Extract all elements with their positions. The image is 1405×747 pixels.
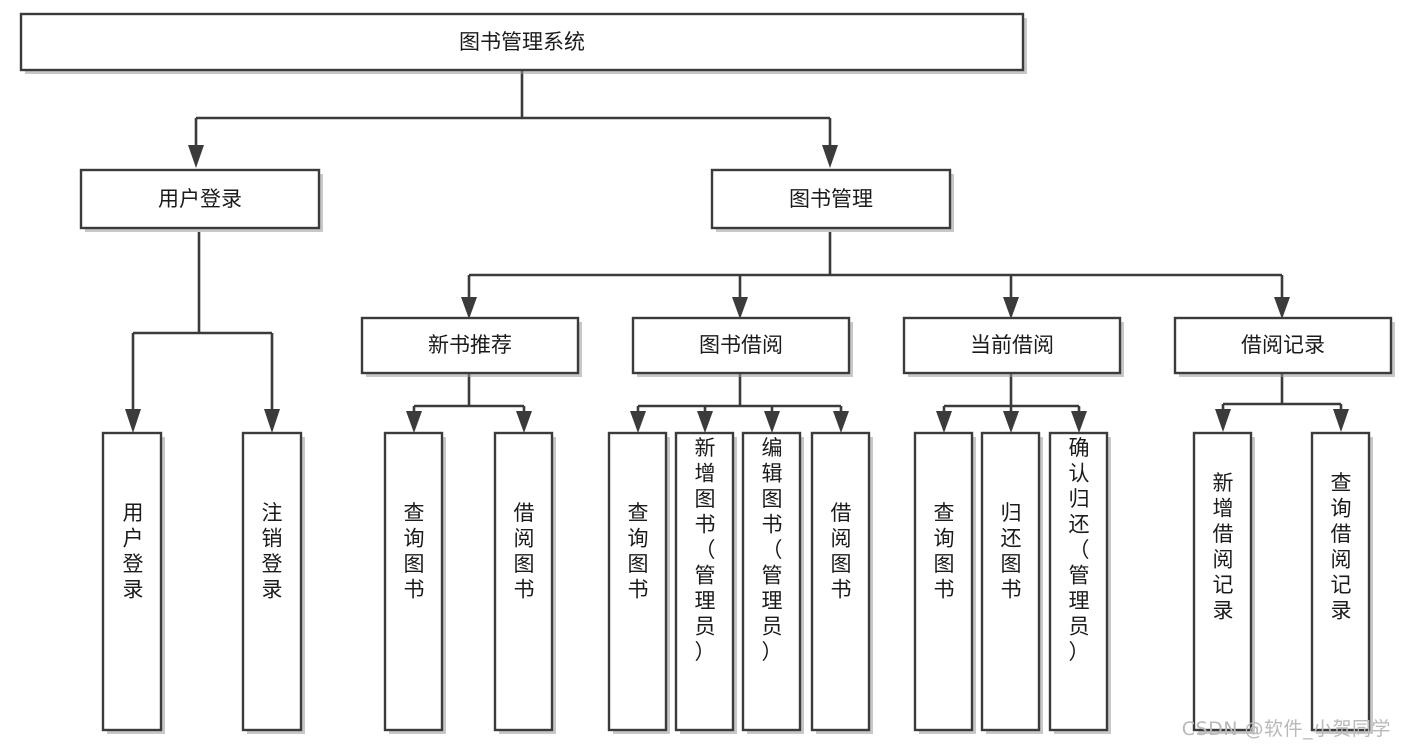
node-user-login[interactable]: 用户登录: [79, 168, 323, 232]
user-login-box: [79, 168, 321, 230]
arrow-borrow-to-leaf4: [833, 411, 849, 433]
leaf-box: [241, 431, 303, 732]
arrow-current-to-leaf2: [1003, 411, 1019, 433]
leaf-label: 新增借阅记录: [1213, 471, 1234, 623]
arrow-bookmgmt-to-n4: [1274, 297, 1290, 319]
leaf-box: [810, 431, 871, 732]
leaf-label: 注销登录: [262, 501, 283, 602]
arrow-record-to-leaf1: [1215, 409, 1231, 432]
book-management-box: [710, 168, 952, 230]
leaf-box: [741, 431, 802, 732]
arrow-record-to-leaf2: [1333, 409, 1349, 432]
node-book-management[interactable]: 图书管理: [710, 168, 954, 232]
leaf-label: 查询图书: [404, 501, 425, 602]
arrow-bookmgmt-to-n2: [732, 297, 748, 319]
leaf-label: 归还图书: [1001, 501, 1022, 602]
root-label: 图书管理系统: [459, 30, 585, 54]
borrow-record-box: [1173, 316, 1393, 375]
arrow-root-to-login: [188, 145, 204, 168]
arrow-current-to-leaf3: [1071, 411, 1087, 433]
arrow-login-to-leaf2: [264, 409, 280, 433]
leaf-borrow-borrow-book[interactable]: 借阅图书: [810, 431, 873, 734]
current-borrow-box: [902, 316, 1122, 375]
leaf-box: [493, 431, 554, 732]
leaf-current-query-book[interactable]: 查询图书: [913, 431, 976, 734]
arrow-recommend-to-leaf1: [406, 411, 422, 433]
leaf-box: [1310, 431, 1371, 732]
connector-layer: [125, 70, 1349, 433]
leaf-user-login-logout[interactable]: 注销登录: [241, 431, 305, 734]
leaf-box: [383, 431, 444, 732]
leaf-box: [980, 431, 1041, 732]
leaf-box: [607, 431, 668, 732]
leaf-borrow-add-book[interactable]: 新增图书（管理员）: [674, 431, 737, 734]
leaf-label: 借阅图书: [514, 501, 535, 602]
node-book-borrow[interactable]: 图书借阅: [631, 316, 853, 377]
node-root-system[interactable]: 图书管理系统: [19, 12, 1027, 74]
leaf-recommend-borrow-book[interactable]: 借阅图书: [493, 431, 556, 734]
leaf-box: [674, 431, 735, 732]
leaf-current-return-book[interactable]: 归还图书: [980, 431, 1043, 734]
leaf-box: [1192, 431, 1253, 732]
new-book-recommend-box: [360, 316, 580, 375]
leaf-user-login-login[interactable]: 用户登录: [101, 431, 165, 734]
arrow-login-to-leaf1: [125, 409, 141, 433]
root-box: [19, 12, 1025, 72]
book-borrow-box: [631, 316, 851, 375]
leaf-recommend-query-book[interactable]: 查询图书: [383, 431, 446, 734]
arrow-borrow-to-leaf1: [630, 411, 646, 433]
leaf-label: 查询借阅记录: [1331, 471, 1352, 623]
leaf-box: [913, 431, 974, 732]
leaf-label: 新增图书（管理员）: [695, 436, 716, 664]
leaf-label: 借阅图书: [831, 501, 852, 602]
leaf-borrow-query-book[interactable]: 查询图书: [607, 431, 670, 734]
arrow-borrow-to-leaf2: [697, 411, 713, 433]
leaf-label: 编辑图书（管理员）: [762, 436, 783, 664]
leaf-label: 用户登录: [123, 501, 144, 602]
borrow-record-label: 借阅记录: [1241, 333, 1325, 357]
leaf-box: [101, 431, 163, 732]
leaf-label: 查询图书: [628, 501, 649, 602]
node-current-borrow[interactable]: 当前借阅: [902, 316, 1124, 377]
book-borrow-label: 图书借阅: [699, 333, 783, 357]
arrow-borrow-to-leaf3: [764, 411, 780, 433]
arrow-current-to-leaf1: [936, 411, 952, 433]
node-new-book-recommend[interactable]: 新书推荐: [360, 316, 582, 377]
node-borrow-record[interactable]: 借阅记录: [1173, 316, 1395, 377]
new-book-recommend-label: 新书推荐: [428, 333, 512, 357]
arrow-recommend-to-leaf2: [516, 411, 532, 433]
current-borrow-label: 当前借阅: [970, 333, 1054, 357]
csdn-watermark: CSDN @软件_小贺同学: [1181, 718, 1391, 740]
arrow-root-to-bookmgmt: [822, 145, 838, 168]
arrow-bookmgmt-to-n1: [461, 297, 477, 319]
arrow-bookmgmt-to-n3: [1003, 297, 1019, 319]
leaf-current-confirm-return[interactable]: 确认归还（管理员）: [1048, 431, 1111, 734]
user-login-label: 用户登录: [158, 187, 242, 211]
leaf-record-add-record[interactable]: 新增借阅记录: [1192, 431, 1255, 734]
leaf-label: 确认归还（管理员）: [1069, 436, 1090, 664]
leaf-box: [1048, 431, 1109, 732]
leaf-record-query-record[interactable]: 查询借阅记录: [1310, 431, 1373, 734]
leaf-borrow-edit-book[interactable]: 编辑图书（管理员）: [741, 431, 804, 734]
book-management-label: 图书管理: [789, 187, 873, 211]
leaf-label: 查询图书: [934, 501, 955, 602]
